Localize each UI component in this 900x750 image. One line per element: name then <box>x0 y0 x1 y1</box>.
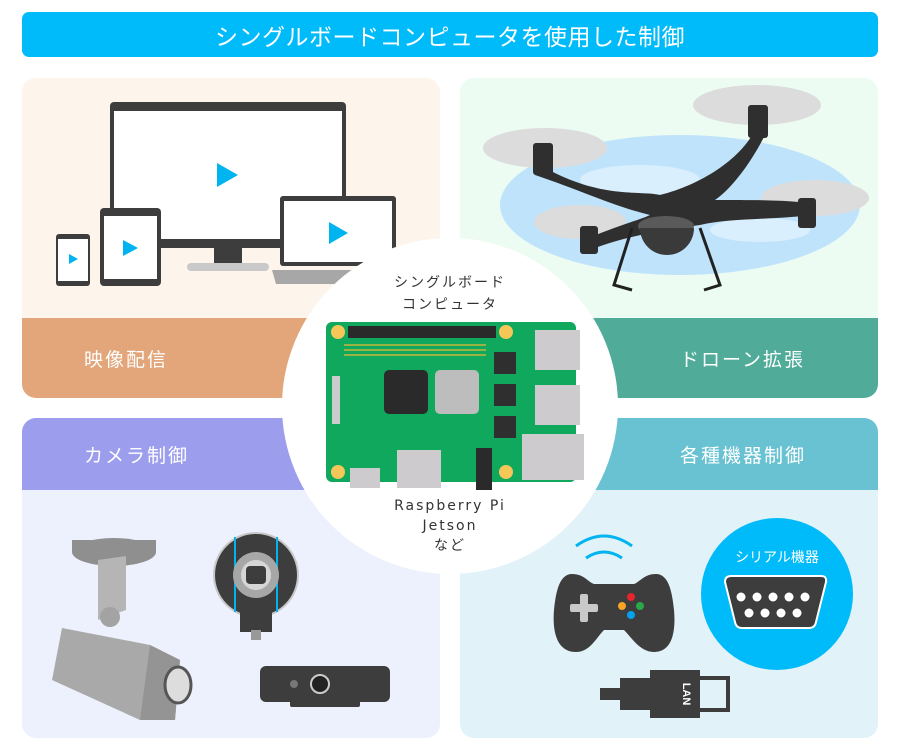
center-examples: Raspberry Pi Jetson など <box>300 496 600 556</box>
label-camera: カメラ制御 <box>84 444 190 467</box>
example-raspberry-pi: Raspberry Pi <box>394 498 506 514</box>
example-etc: など <box>434 538 466 554</box>
label-video-streaming: 映像配信 <box>84 348 169 371</box>
center-title-line2: コンピュータ <box>402 297 498 313</box>
center-title: シングルボード コンピュータ <box>300 272 600 316</box>
label-devices: 各種機器制御 <box>680 444 807 467</box>
serial-device-label: シリアル機器 <box>735 550 819 566</box>
page-title-banner: シングルボードコンピュータを使用した制御 <box>22 12 878 57</box>
example-jetson: Jetson <box>422 518 478 534</box>
center-title-line1: シングルボード <box>394 275 506 291</box>
lan-label: LAN <box>680 683 692 706</box>
page-title: シングルボードコンピュータを使用した制御 <box>215 24 685 51</box>
label-drone: ドローン拡張 <box>680 348 806 371</box>
